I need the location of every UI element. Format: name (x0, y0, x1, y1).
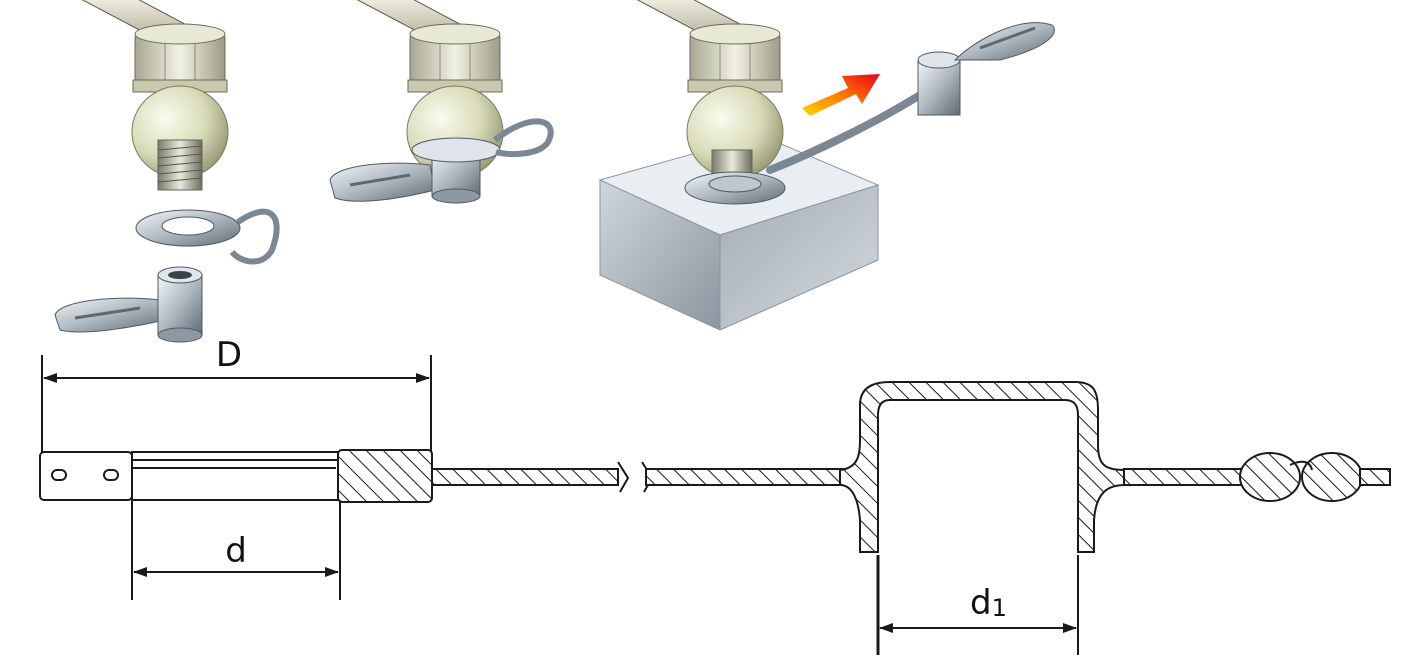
washer-ring (135, 208, 280, 265)
stage-3-tag-on-block (598, 0, 1055, 331)
strap-section-1 (431, 468, 619, 486)
strap-section-4 (1359, 468, 1391, 486)
direction-arrow-icon (802, 74, 880, 116)
strap-section-2 (645, 468, 861, 486)
label-d1-main: d (970, 583, 992, 623)
strap-section-3 (1123, 468, 1245, 486)
wing-nut-tag-icon (54, 266, 203, 343)
stage-2-tag-fitted (319, 0, 554, 204)
cross-section-drawing (39, 355, 1391, 655)
strap-knot (1239, 452, 1363, 502)
stage-1-bolt-and-tag (44, 0, 280, 343)
cap-hat-section (839, 381, 1126, 553)
label-d: d (225, 531, 247, 571)
label-D: D (216, 335, 242, 375)
label-d1: d1 (970, 583, 1007, 623)
bolt-ball-joint-icon (599, 0, 784, 179)
hatched-section-right (337, 449, 433, 503)
label-d1-sub: 1 (992, 594, 1007, 622)
